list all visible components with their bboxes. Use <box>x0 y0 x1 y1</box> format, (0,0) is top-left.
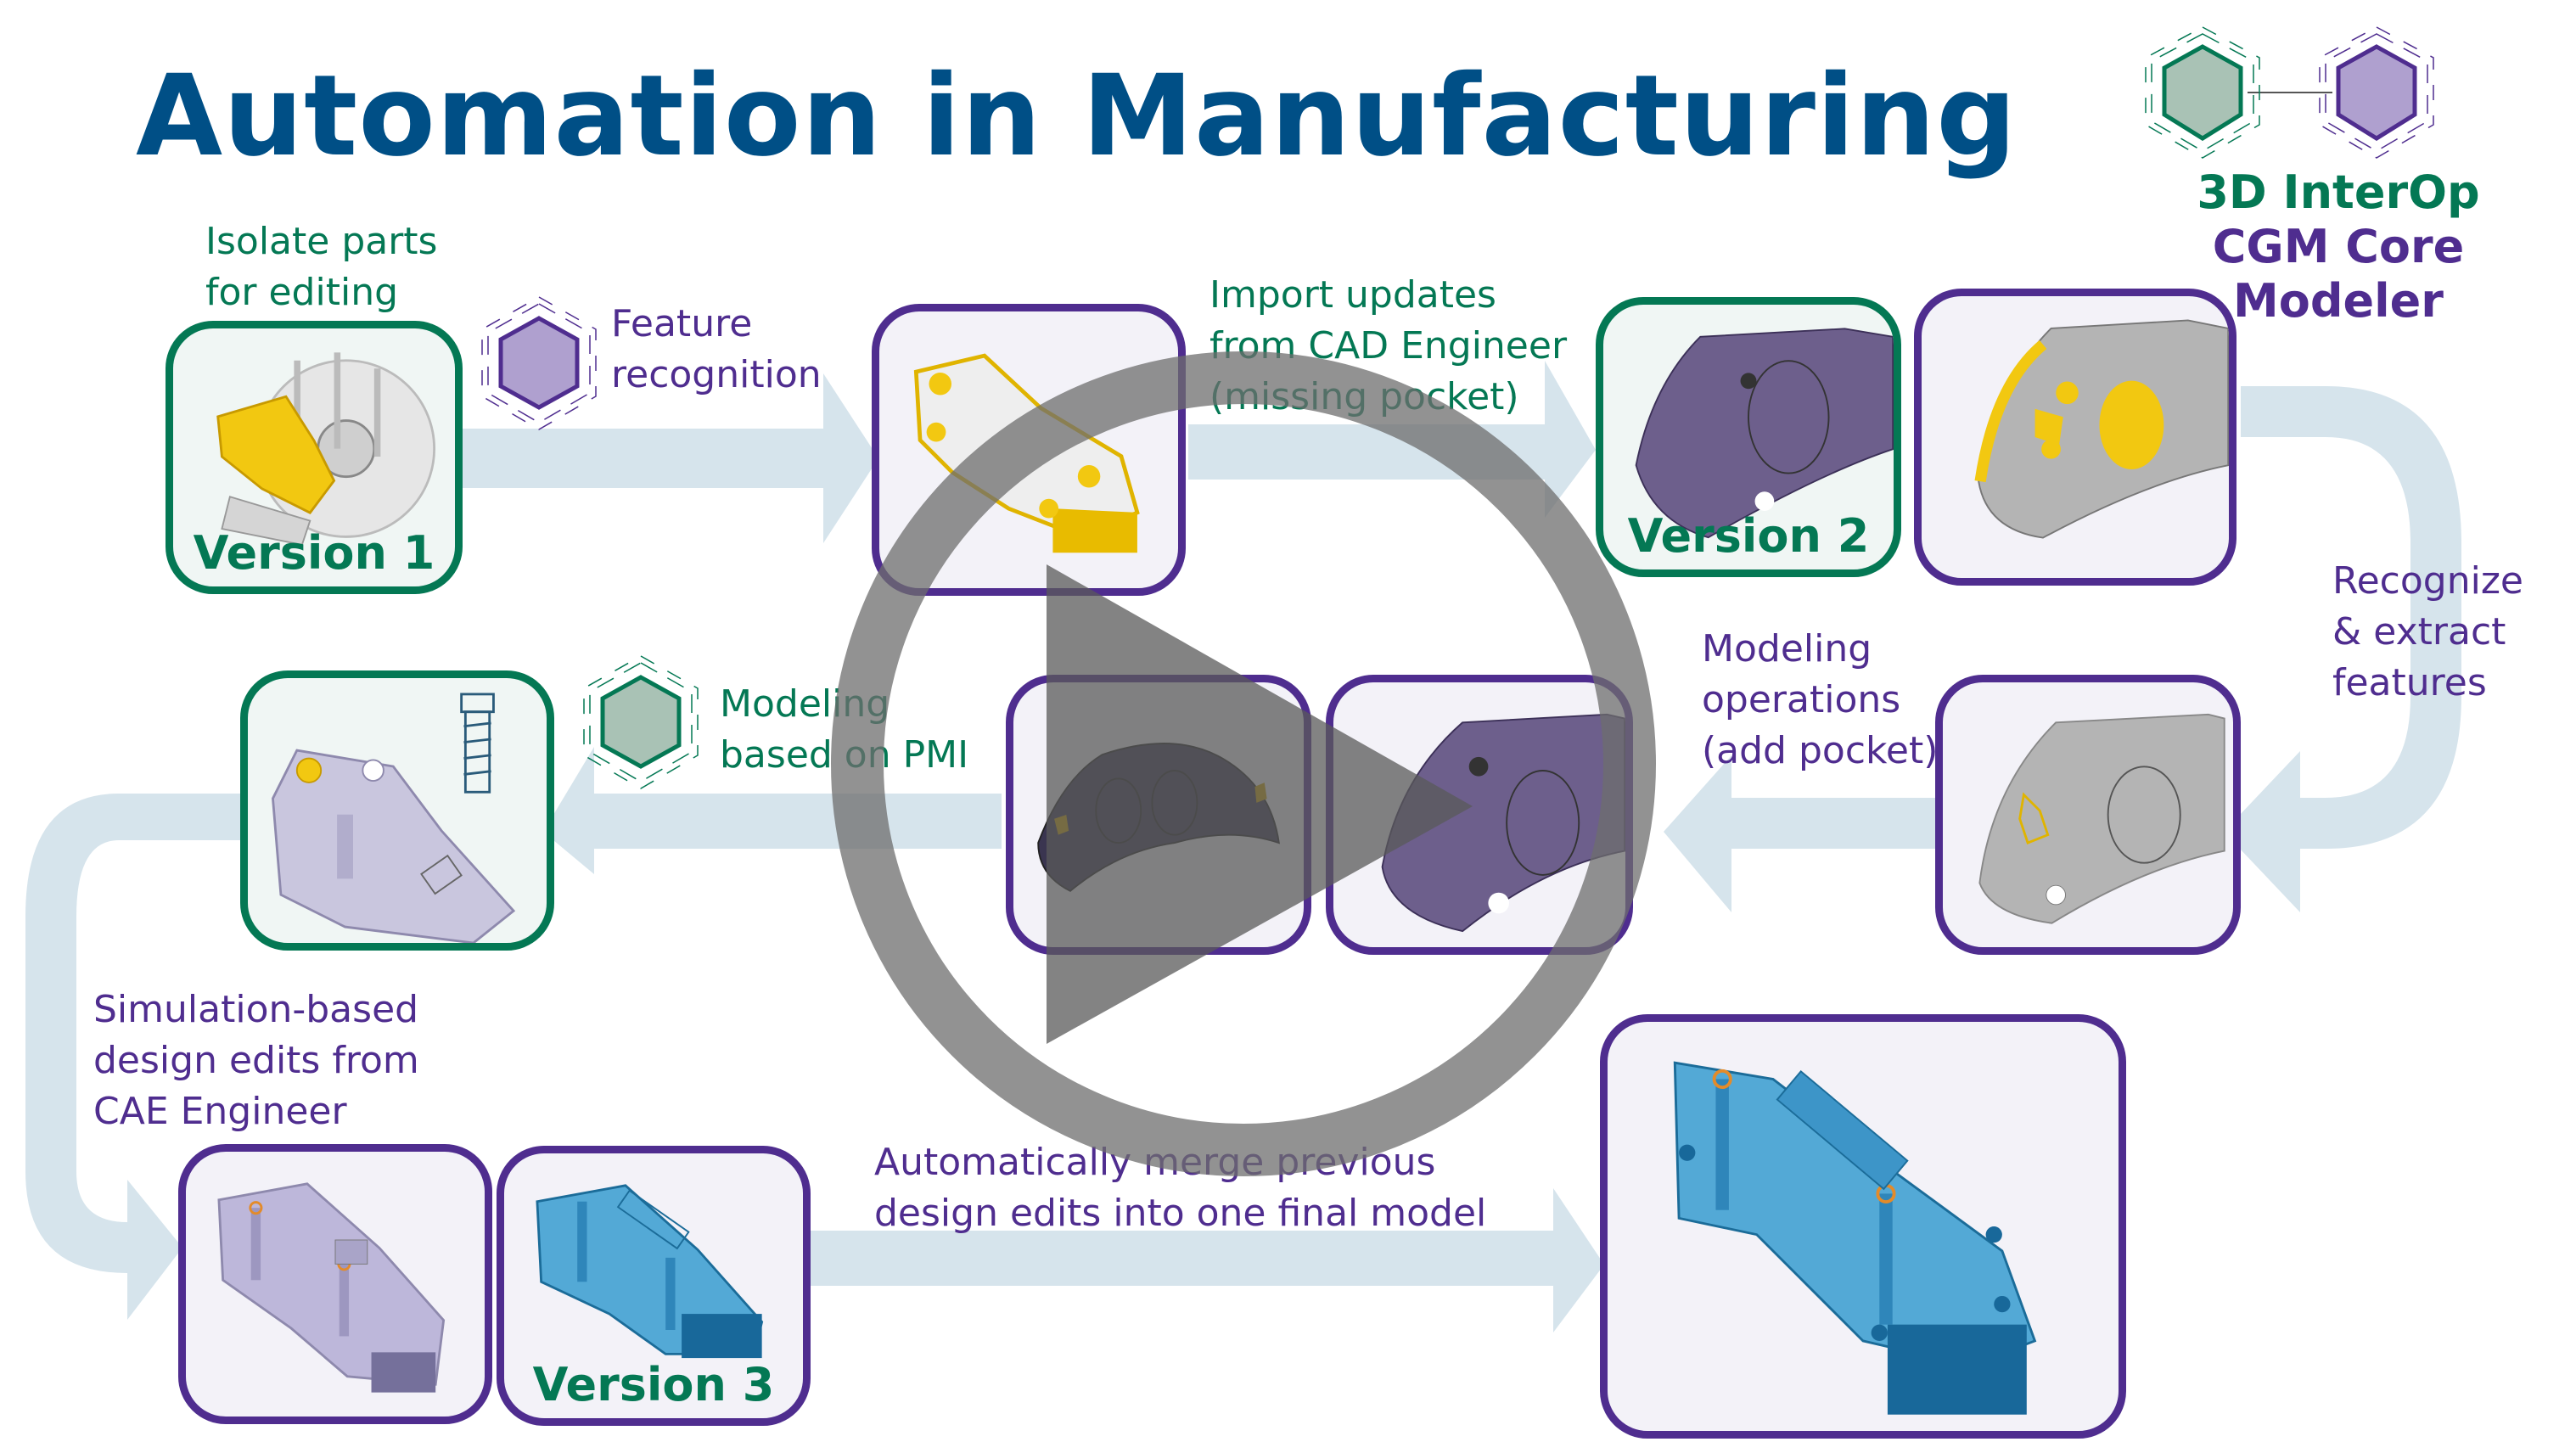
assembly-render-icon <box>216 352 436 546</box>
card-recognized-part[interactable] <box>1935 675 2241 955</box>
page-title: Automation in Manufacturing <box>136 51 2018 182</box>
brand-line-1: 3D InterOp <box>2197 165 2480 219</box>
arrow-to-final-model <box>798 1188 1604 1332</box>
label-simulation-edits: Simulation-based design edits from CAE E… <box>93 988 419 1133</box>
arrow-recognize-to-ops <box>1664 755 1952 912</box>
card-version-3[interactable]: Version 3 <box>497 1146 811 1426</box>
blue-caliper-render-icon <box>536 1184 764 1359</box>
label-modeling-operations: Modeling operations (add pocket) <box>1702 627 1939 772</box>
purple-part-render-icon <box>1635 328 1894 539</box>
label-isolate-parts: Isolate parts for editing <box>205 220 438 314</box>
label-recognize-extract: Recognize & extract features <box>2332 559 2523 704</box>
play-icon[interactable] <box>1047 564 1473 1044</box>
card-version-1[interactable]: Version 1 <box>166 321 463 594</box>
card-final-model[interactable] <box>1600 1014 2126 1439</box>
label-feature-recognition: Feature recognition <box>611 302 822 396</box>
card-pmi-model[interactable] <box>240 670 554 951</box>
pmi-part-render-icon <box>272 693 516 943</box>
arrow-v1-to-feature <box>458 373 878 543</box>
brand-name: 3D InterOp CGM Core Modeler <box>2101 165 2576 328</box>
card-version-2[interactable]: Version 2 <box>1596 297 1901 577</box>
version-2-label: Version 2 <box>1627 509 1870 563</box>
card-extracted-features[interactable] <box>1914 289 2236 586</box>
gray-outline-part-render-icon <box>1978 713 2225 924</box>
brand-line-2: CGM Core Modeler <box>2212 220 2465 328</box>
gray-part-render-icon <box>1974 319 2229 539</box>
card-simulation-part[interactable] <box>178 1144 492 1424</box>
arrow-simulation-hook <box>25 794 255 1320</box>
version-3-label: Version 3 <box>532 1358 775 1411</box>
bolt-icon <box>460 693 495 794</box>
version-1-label: Version 1 <box>193 526 435 580</box>
play-button-ring[interactable] <box>831 351 1656 1176</box>
final-blue-caliper-render-icon <box>1673 1061 2037 1415</box>
arrow-recognize-hook <box>2224 386 2461 912</box>
lavender-caliper-render-icon <box>217 1182 446 1393</box>
